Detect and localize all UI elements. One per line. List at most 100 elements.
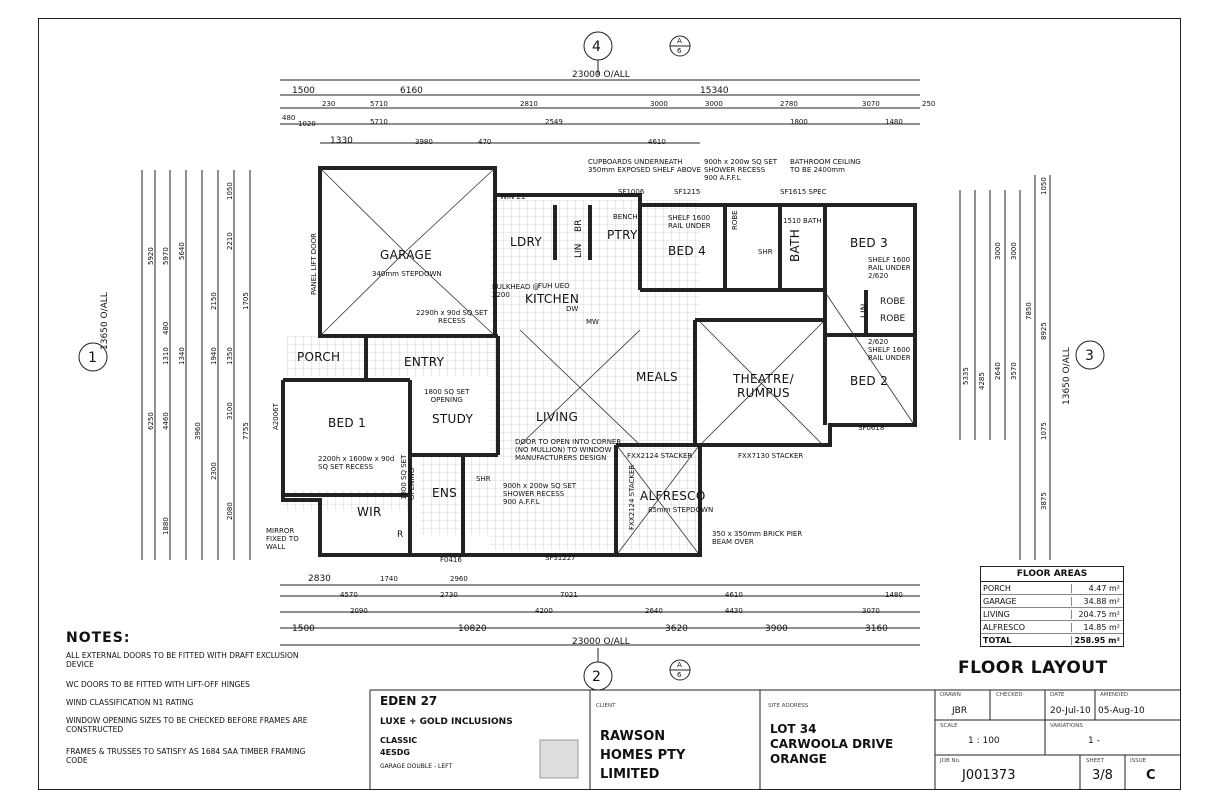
note-garage-step: 340mm STEPDOWN (372, 270, 442, 278)
dim-right-10: 2640 (994, 362, 1002, 380)
scale-label: SCALE (940, 723, 958, 729)
note-study-opening: 1800 SQ SET OPENING (424, 388, 470, 404)
room-linen-1: LIN (574, 243, 584, 258)
design-name: EDEN 27 (380, 694, 438, 708)
note-mirror: MIRROR FIXED TO WALL (266, 527, 299, 551)
dim-left-19: 1340 (178, 347, 186, 365)
dim-right-5: 3875 (1040, 492, 1048, 510)
dim-top-r2-3: 2810 (520, 100, 538, 108)
note-item-3: WIND CLASSIFICATION N1 RATING (66, 698, 194, 707)
dim-left-10: 1350 (226, 347, 234, 365)
area-value: 34.88 m² (1071, 596, 1123, 606)
client-label: CLIENT (596, 703, 616, 709)
dim-left-12: 3960 (194, 422, 202, 440)
dim-top-r1-2: 15340 (700, 86, 729, 96)
grid-label-right: 3 (1085, 348, 1094, 364)
client-name: RAWSON HOMES PTY LIMITED (600, 729, 686, 782)
area-value: 204.75 m² (1071, 609, 1123, 619)
section-label-bottom-a: A (677, 661, 682, 669)
job-number: J001373 (962, 768, 1016, 783)
room-porch: PORCH (297, 350, 341, 364)
note-fuh: FUH UEO (538, 282, 570, 290)
dim-right-4: 1075 (1040, 422, 1048, 440)
note-shelf-bed2: 2/620 SHELF 1600 RAIL UNDER (868, 338, 911, 362)
note-bath-1510: 1510 BATH (783, 217, 822, 225)
dim-right-overall: 13650 O/ALL (1062, 347, 1072, 405)
note-brick-pier: 350 x 350mm BRICK PIER BEAM OVER (712, 530, 803, 546)
note-shower-recess-top: 900h x 200w SQ SET SHOWER RECESS 900 A.F… (704, 158, 778, 182)
dim-top-r2-11: 2780 (780, 100, 798, 108)
note-mw: MW (586, 318, 599, 326)
note-bath-ceiling: BATHROOM CEILING TO BE 2400mm (790, 158, 861, 174)
room-robe-bed4: ROBE (731, 210, 739, 230)
amended-value: 05-Aug-10 (1098, 706, 1145, 716)
grid-label-top: 4 (592, 39, 601, 55)
section-label-top-a: A (677, 37, 682, 45)
notes-heading: NOTES: (66, 630, 131, 646)
dim-left-3: 4460 (162, 412, 170, 430)
dim-right-0: 8925 (1040, 322, 1048, 340)
dim-top-r3-19: 1480 (885, 118, 903, 126)
note-item-2: WC DOORS TO BE FITTED WITH LIFT-OFF HING… (66, 680, 250, 689)
note-a2006t: A2006T (272, 403, 280, 430)
note-fxx2124: FXX2124 STACKER (627, 452, 693, 460)
note-item-4: WINDOW OPENING SIZES TO BE CHECKED BEFOR… (66, 716, 308, 734)
section-label-bottom-b: 6 (677, 671, 682, 679)
dim-right-6: 3570 (1010, 362, 1018, 380)
sheet-number: 3/8 (1092, 768, 1113, 783)
label-wc: R (397, 530, 404, 540)
dim-bot-r3-10: 2640 (645, 607, 663, 615)
dim-top-r4-6: 4610 (648, 138, 666, 146)
dim-bot-r4-4: 3160 (865, 624, 888, 634)
dim-bot-r3-1: 2090 (350, 607, 368, 615)
note-sfs1227: SFS1227 (545, 554, 576, 562)
dim-left-0: 5920 (147, 247, 155, 265)
issue-letter: C (1146, 768, 1156, 783)
note-shelf-bed3: SHELF 1600 RAIL UNDER 2/620 (868, 256, 911, 280)
dim-left-8: 1705 (242, 292, 250, 310)
note-sf1006: SF1006 (618, 188, 645, 196)
dim-bot-overall: 23000 O/ALL (572, 637, 630, 647)
dim-top-r2-0: 230 (322, 100, 336, 108)
grid-marker-right (1075, 340, 1105, 370)
dim-bot-r1-0: 2830 (308, 574, 331, 584)
room-study: STUDY (432, 412, 474, 426)
room-linen-2: LIN (860, 303, 870, 318)
note-win21: WIN 21 (500, 193, 526, 201)
dim-top-r2-9: 3000 (705, 100, 723, 108)
issue-label: ISSUE (1130, 758, 1147, 764)
dim-top-r4-0: 1330 (330, 136, 353, 146)
area-value: 4.47 m² (1071, 583, 1123, 593)
floor-areas-heading: FLOOR AREAS (981, 567, 1123, 582)
note-sf1615: SF1615 SPEC (780, 188, 827, 196)
room-bath: BATH (788, 228, 802, 262)
room-theatre-rumpus: THEATRE/ RUMPUS (733, 372, 794, 400)
room-kitchen: KITCHEN (525, 292, 580, 306)
note-fxx2124b: FXX2124 STACKER (628, 464, 636, 530)
dim-right-9: 3000 (1010, 242, 1018, 260)
room-bed4: BED 4 (668, 244, 707, 258)
dim-left-1: 5970 (162, 247, 170, 265)
dim-left-15: 2080 (226, 502, 234, 520)
note-bench: BENCH (613, 213, 638, 221)
dim-left-2: 6250 (147, 412, 155, 430)
dim-right-7: 4285 (978, 372, 986, 390)
dim-bot-r2-12: 1480 (885, 591, 903, 599)
dim-left-18: 480 (162, 321, 170, 335)
note-fxx7130: FXX7130 STACKER (738, 452, 804, 460)
note-item-1: ALL EXTERNAL DOORS TO BE FITTED WITH DRA… (66, 651, 299, 669)
dim-top-r3-13: 1800 (790, 118, 808, 126)
variations-label: VARIATIONS (1050, 723, 1083, 729)
note-bulkhead: BULKHEAD @ 2200 (492, 283, 540, 299)
room-ensuite: ENS (432, 486, 458, 500)
dim-right-2: 1050 (1040, 177, 1048, 195)
dim-bot-r4-2: 3620 (665, 624, 688, 634)
room-broom: BR (574, 219, 584, 232)
dim-bot-r1-1: 1740 (380, 575, 398, 583)
room-wir: WIR (357, 505, 382, 519)
dim-left-4: 1880 (162, 517, 170, 535)
dim-top-r3-7: 2549 (545, 118, 563, 126)
